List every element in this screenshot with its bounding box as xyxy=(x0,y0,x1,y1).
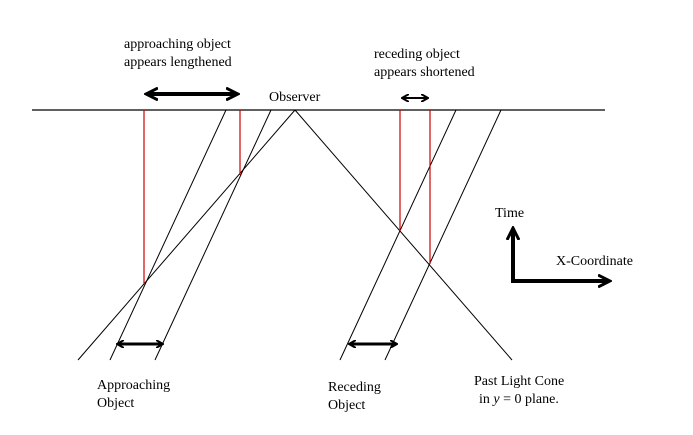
light-cone-suffix: = 0 plane. xyxy=(499,392,559,407)
receding-note-line1: receding object xyxy=(374,47,460,62)
approaching-note-line1: approaching object xyxy=(124,37,231,52)
light-cone-prefix: in xyxy=(479,392,494,407)
light-cone-label: Past Light Cone in y = 0 plane. xyxy=(474,373,564,409)
light-cone-line1: Past Light Cone xyxy=(474,374,565,389)
approaching-worldline-back xyxy=(109,109,227,361)
receding-note: receding object appears shortened xyxy=(374,46,475,82)
time-axis-label: Time xyxy=(495,206,525,221)
receding-worldline-back xyxy=(339,109,457,361)
receding-object-line1: Receding xyxy=(328,380,381,395)
x-axis-label: X-Coordinate xyxy=(556,254,633,269)
receding-worldline-front xyxy=(384,109,502,361)
receding-object-line2: Object xyxy=(328,398,366,413)
approaching-note: approaching object appears lengthened xyxy=(124,36,232,72)
light-cone-variable: y xyxy=(493,392,500,407)
observer-label: Observer xyxy=(269,90,321,105)
approaching-note-line2: appears lengthened xyxy=(124,55,232,70)
receding-note-line2: appears shortened xyxy=(374,65,475,80)
light-cone-line2: in y = 0 plane. xyxy=(474,391,564,409)
receding-object-label: Receding Object xyxy=(328,379,381,415)
approaching-object-label: Approaching Object xyxy=(97,377,170,413)
approaching-worldline-front xyxy=(154,109,272,361)
light-cone-right xyxy=(294,109,513,361)
approaching-object-line1: Approaching xyxy=(97,378,171,393)
light-cone-left xyxy=(77,109,296,361)
approaching-object-line2: Object xyxy=(97,396,135,411)
